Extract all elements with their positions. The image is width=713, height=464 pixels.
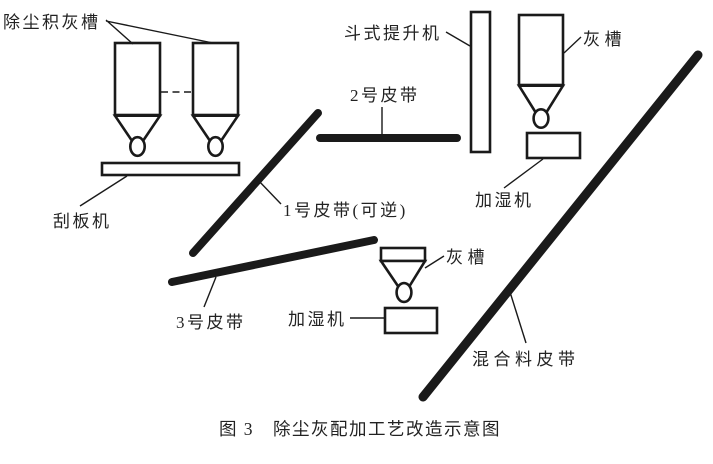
label-scraper-conveyor: 刮板机 (53, 212, 112, 231)
leader-belt-3 (203, 276, 217, 308)
label-mixed-material-belt: 混合料皮带 (472, 350, 580, 369)
humidifier-mid-shape (383, 306, 439, 335)
belt-3-line (168, 236, 378, 286)
label-humidifier-top: 加湿机 (475, 191, 534, 210)
label-humidifier-mid: 加湿机 (288, 310, 347, 329)
dust-hopper-right (190, 41, 241, 158)
dust-hopper-left (112, 41, 163, 158)
label-belt-2: 2号皮带 (350, 86, 420, 105)
label-belt-1: 1号皮带(可逆) (283, 201, 408, 220)
label-ash-tank-top: 灰槽 (583, 30, 626, 49)
leader-ash-tank-mid (424, 255, 445, 269)
label-ash-tank-mid: 灰槽 (446, 248, 489, 267)
ash-tank-top-shape (516, 13, 566, 130)
label-dust-collection-hoppers: 除尘积灰槽 (3, 13, 101, 32)
leader-bucket-elevator (445, 31, 471, 47)
label-bucket-elevator: 斗式提升机 (344, 24, 442, 43)
leader-dust-hoppers (105, 19, 214, 45)
leader-scraper (79, 175, 128, 207)
leader-ash-tank-top (563, 36, 582, 54)
mixed-material-belt-line (418, 50, 703, 402)
scraper-conveyor-shape (100, 161, 241, 177)
belt-1-line (189, 109, 322, 257)
humidifier-top-shape (525, 131, 582, 160)
ash-tank-mid-shape (378, 246, 428, 304)
leader-mixed-belt (509, 291, 527, 344)
leader-humidifier-top (503, 158, 544, 189)
leader-belt-1 (256, 178, 282, 205)
bucket-elevator-shape (469, 10, 492, 154)
figure-caption: 图 3 除尘灰配加工艺改造示意图 (219, 419, 501, 439)
label-belt-3: 3号皮带 (176, 313, 246, 332)
